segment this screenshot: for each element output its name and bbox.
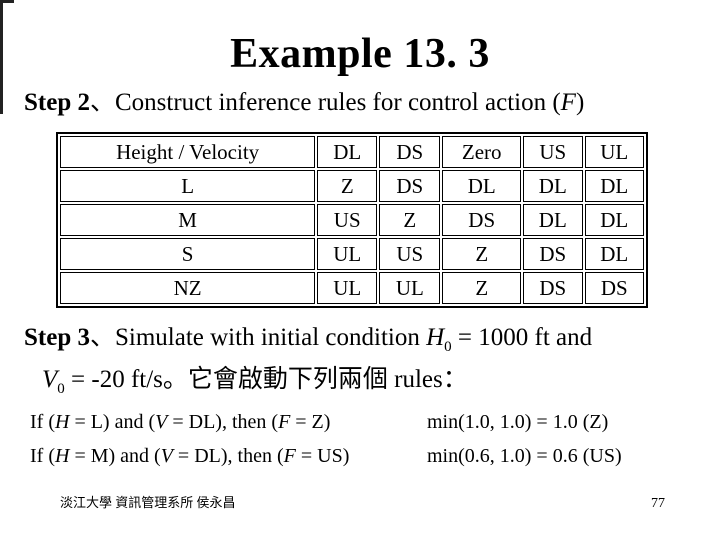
- step2-close-paren: ): [575, 89, 585, 117]
- table-cell: DL: [523, 170, 583, 203]
- height-variable: H: [426, 324, 445, 352]
- step3-line2-end: = -20 ft/s。它會啟動下列兩個 rules：: [64, 365, 468, 393]
- table-cell: US: [379, 238, 441, 271]
- header-dl: DL: [317, 136, 378, 169]
- table-cell: DL: [523, 204, 583, 237]
- table-cell: DS: [523, 238, 583, 271]
- rule-2-condition: If (H = M) and (V = DL), then (F = US): [30, 444, 350, 467]
- velocity-variable: V: [155, 410, 168, 433]
- velocity-subscript: 0: [57, 380, 65, 397]
- force-variable: F: [560, 89, 576, 117]
- rule-line-1: If (H = L) and (V = DL), then (F = Z) mi…: [30, 411, 720, 434]
- table-row: S UL US Z DS DL: [60, 238, 644, 271]
- table-row: NZ UL UL Z DS DS: [60, 272, 644, 305]
- row-label: M: [60, 204, 316, 237]
- step3-line2: V0 = -20 ft/s。它會啟動下列兩個 rules：: [42, 363, 720, 397]
- table-cell: US: [317, 204, 378, 237]
- table-cell: DL: [584, 238, 644, 271]
- step3-label: Step 3: [24, 324, 90, 352]
- table-cell: Z: [442, 272, 522, 305]
- table-cell: UL: [317, 238, 378, 271]
- row-label: L: [60, 170, 316, 203]
- force-variable: F: [283, 444, 296, 467]
- table-row: L Z DS DL DL DL: [60, 170, 644, 203]
- rule-1-min-calculation: min(1.0, 1.0) = 1.0 (Z): [427, 410, 609, 433]
- inference-rules-table: Height / Velocity DL DS Zero US UL L Z D…: [56, 132, 648, 309]
- table-cell: DS: [379, 170, 441, 203]
- header-ul: UL: [584, 136, 644, 169]
- header-ds: DS: [379, 136, 441, 169]
- page-number: 77: [651, 496, 665, 511]
- table-cell: Z: [442, 238, 522, 271]
- step3-line1-end: = 1000 ft and: [451, 324, 593, 352]
- velocity-variable: V: [160, 444, 173, 467]
- step3-separator: 、: [89, 324, 115, 352]
- table-cell: DS: [442, 204, 522, 237]
- row-label: S: [60, 238, 316, 271]
- table-cell: DS: [523, 272, 583, 305]
- fired-rules-list: If (H = L) and (V = DL), then (F = Z) mi…: [30, 411, 720, 468]
- table-cell: UL: [379, 272, 441, 305]
- table-cell: DL: [584, 170, 644, 203]
- rule-2-min-calculation: min(0.6, 1.0) = 0.6 (US): [427, 444, 622, 467]
- velocity-variable: V: [42, 365, 58, 393]
- height-variable: H: [54, 444, 70, 467]
- table-header-row: Height / Velocity DL DS Zero US UL: [60, 136, 644, 169]
- step3-text: Simulate with initial condition: [115, 324, 427, 352]
- header-zero: Zero: [442, 136, 522, 169]
- table-cell: DS: [584, 272, 644, 305]
- table-cell: DL: [584, 204, 644, 237]
- row-label: NZ: [60, 272, 316, 305]
- header-us: US: [523, 136, 583, 169]
- header-height-velocity: Height / Velocity: [60, 136, 316, 169]
- force-variable: F: [278, 410, 291, 433]
- step2-text: Construct inference rules for control ac…: [115, 89, 561, 117]
- step3-heading: Step 3、Simulate with initial condition H…: [0, 321, 720, 397]
- step2-separator: 、: [89, 89, 115, 117]
- scan-artifact-top: [0, 0, 14, 3]
- slide-title: Example 13. 3: [230, 31, 490, 77]
- table-cell: Z: [317, 170, 378, 203]
- table-cell: DL: [442, 170, 522, 203]
- table-row: M US Z DS DL DL: [60, 204, 644, 237]
- scan-artifact-left: [0, 0, 3, 114]
- table-cell: Z: [379, 204, 441, 237]
- footer-affiliation: 淡江大學 資訊管理系所 侯永昌: [60, 495, 236, 510]
- rule-line-2: If (H = M) and (V = DL), then (F = US) m…: [30, 445, 720, 468]
- height-variable: H: [54, 410, 70, 433]
- step2-heading: Step 2、Construct inference rules for con…: [24, 86, 720, 120]
- table-cell: UL: [317, 272, 378, 305]
- rule-1-condition: If (H = L) and (V = DL), then (F = Z): [30, 410, 331, 433]
- slide-footer: 淡江大學 資訊管理系所 侯永昌 77: [60, 492, 665, 512]
- height-subscript: 0: [444, 339, 452, 356]
- step2-label: Step 2: [24, 89, 90, 117]
- step3-line1: Step 3、Simulate with initial condition H…: [24, 321, 720, 355]
